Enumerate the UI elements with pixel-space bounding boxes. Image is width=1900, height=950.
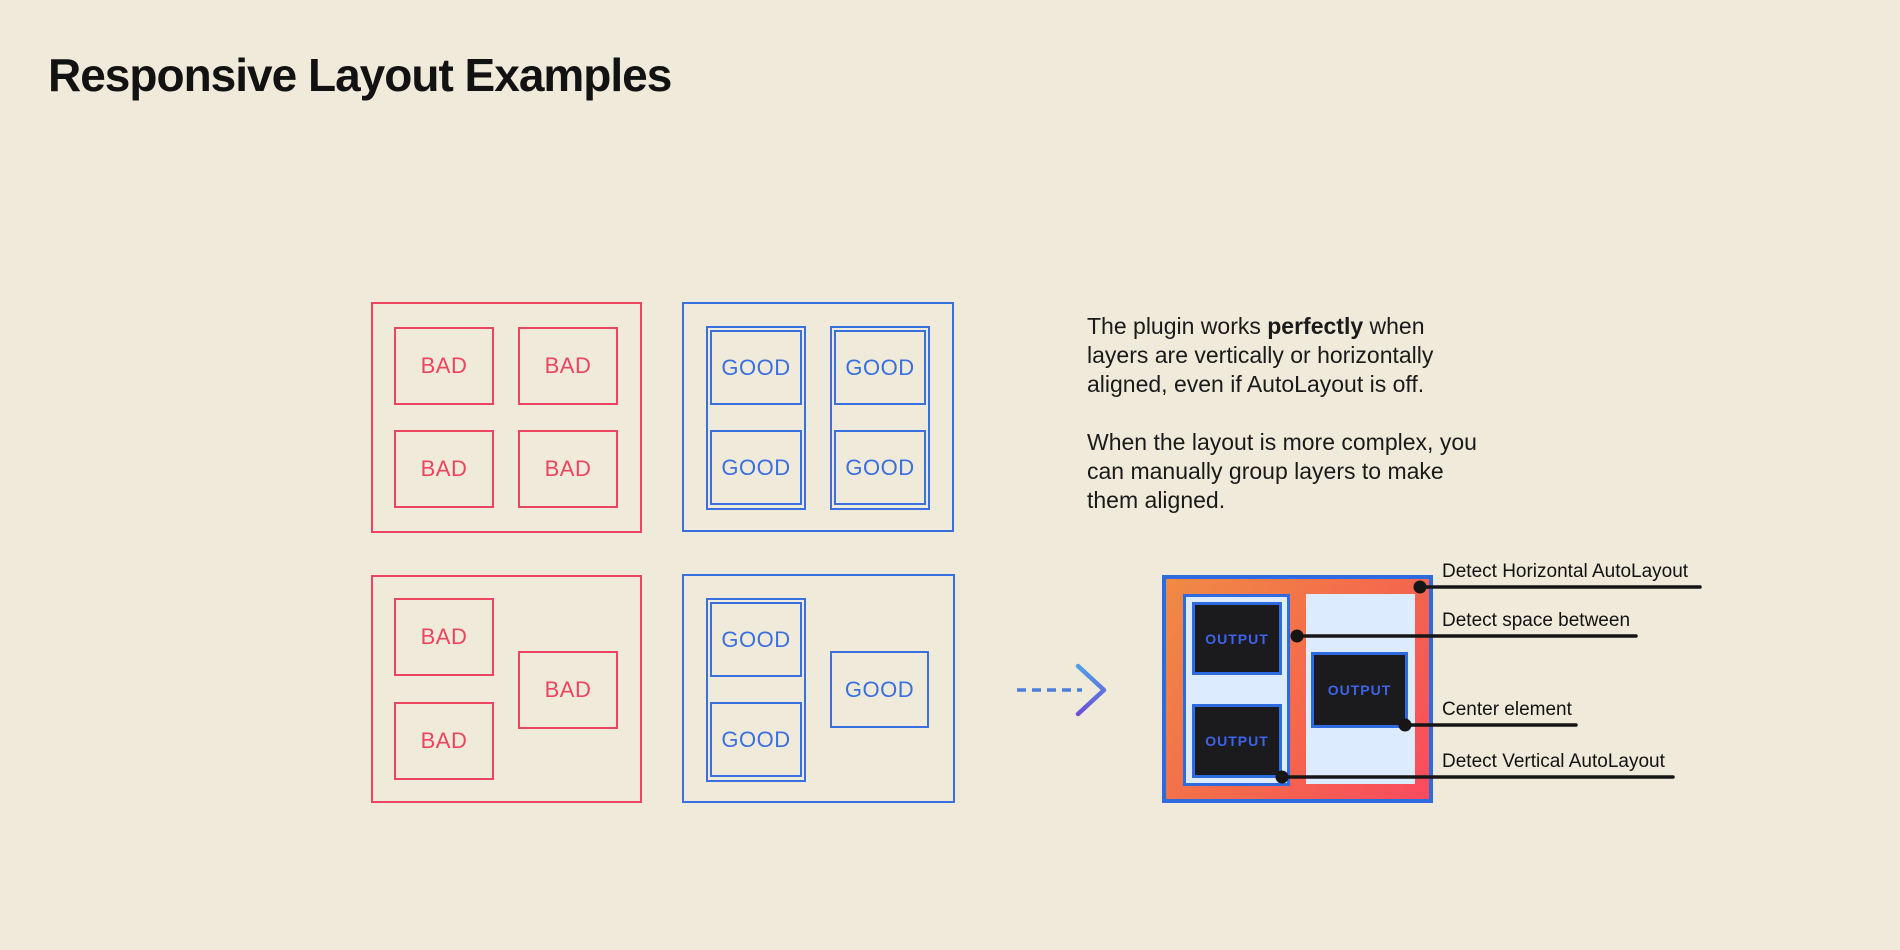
description-line: them aligned. [1087, 487, 1226, 513]
description-text: The plugin works perfectly when layers a… [1087, 312, 1587, 515]
output-center-panel: OUTPUT [1306, 594, 1415, 784]
good-group-offset: GOOD GOOD GOOD [682, 574, 955, 803]
good-box: GOOD [834, 330, 926, 405]
bad-box: BAD [394, 327, 494, 405]
bad-box: BAD [394, 702, 494, 780]
description-line: aligned, even if AutoLayout is off. [1087, 371, 1425, 397]
bad-box: BAD [518, 430, 618, 508]
bad-group-offset: BAD BAD BAD [371, 575, 642, 803]
bad-box-label: BAD [544, 456, 592, 481]
output-box: OUTPUT [1192, 602, 1282, 675]
bad-box: BAD [518, 651, 618, 729]
good-box-label: GOOD [721, 726, 791, 752]
good-box-label: GOOD [844, 676, 915, 702]
annotation-label-detect-vertical-autolayout: Detect Vertical AutoLayout [1442, 751, 1665, 772]
bad-box-label: BAD [544, 353, 592, 378]
bad-box-label: BAD [420, 728, 468, 753]
output-box-label: OUTPUT [1327, 682, 1392, 698]
description-line: When the layout is more complex, you [1087, 429, 1477, 455]
good-box: GOOD [710, 430, 802, 505]
description-line: The plugin works perfectly when [1087, 312, 1587, 341]
bad-box: BAD [394, 598, 494, 676]
good-box-label: GOOD [721, 626, 791, 652]
bad-box: BAD [394, 430, 494, 508]
description-segment: when [1363, 313, 1425, 339]
description-line: can manually group layers to make [1087, 458, 1444, 484]
good-box: GOOD [710, 330, 802, 405]
bad-box-label: BAD [544, 677, 592, 702]
bad-box-label: BAD [420, 456, 468, 481]
transform-arrow-chevron-icon [1075, 663, 1107, 717]
good-box-label: GOOD [721, 454, 791, 480]
output-vertical-group: OUTPUT OUTPUT [1183, 594, 1290, 786]
bad-group-aligned: BAD BAD BAD BAD [371, 302, 642, 533]
bad-box-label: BAD [420, 624, 468, 649]
annotation-label-detect-horizontal-autolayout: Detect Horizontal AutoLayout [1442, 561, 1689, 582]
output-diagram: OUTPUT OUTPUT OUTPUT [1162, 575, 1433, 803]
good-column-group: GOOD GOOD [706, 598, 806, 782]
description-line: layers are vertically or horizontally [1087, 342, 1434, 368]
good-box-label: GOOD [845, 354, 915, 380]
good-group-aligned: GOOD GOOD GOOD GOOD [682, 302, 954, 532]
good-box: GOOD [710, 702, 802, 777]
good-box: GOOD [830, 651, 929, 728]
description-segment: The plugin works [1087, 313, 1268, 339]
bad-box-label: BAD [420, 353, 468, 378]
good-column-group: GOOD GOOD [706, 326, 806, 510]
output-box: OUTPUT [1192, 704, 1282, 778]
description-bold-segment: perfectly [1267, 313, 1364, 339]
output-box-label: OUTPUT [1205, 630, 1269, 647]
bad-box: BAD [518, 327, 618, 405]
page-title: Responsive Layout Examples [48, 49, 672, 101]
annotation-label-center-element: Center element [1442, 699, 1572, 720]
good-box-label: GOOD [721, 354, 791, 380]
output-box-label: OUTPUT [1205, 733, 1269, 749]
output-box: OUTPUT [1311, 652, 1408, 728]
good-box: GOOD [710, 602, 802, 677]
good-box: GOOD [834, 430, 926, 505]
good-column-group: GOOD GOOD [830, 326, 930, 510]
annotation-label-detect-space-between: Detect space between [1442, 610, 1631, 631]
good-box-label: GOOD [845, 454, 915, 480]
